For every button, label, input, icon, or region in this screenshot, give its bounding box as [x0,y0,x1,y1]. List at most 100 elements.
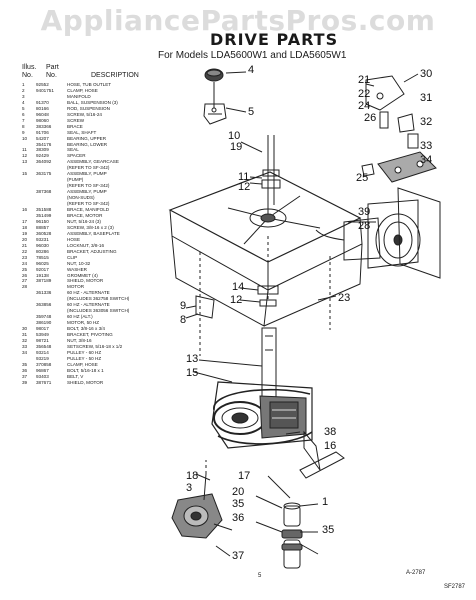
illus-number: 32 [22,337,28,343]
callout-13: 13 [186,353,199,365]
part-description: SPACER [67,153,86,159]
part-number: 80166 [36,105,49,111]
callout-30: 30 [420,68,433,80]
illus-number: 26 [22,272,28,278]
part-number: 351588 [36,207,52,213]
part-number: 96030 [36,242,49,248]
part-description: BRACE [67,123,83,129]
parts-list-row: (INCLUDES 363056 SWITCH) [22,308,172,314]
callout-16: 16 [324,440,337,452]
part-description: (PUMP) [67,177,84,183]
part-description: ROD, SUSPENSION [67,105,110,111]
callout-11: 11 [238,171,250,183]
part-number: 9401751 [36,87,54,93]
part-number: 80286 [36,248,49,254]
part-number: 359748 [36,314,52,320]
callout-25: 25 [356,172,369,184]
part-number: 387189 [36,278,52,284]
part-number: 91706 [36,129,49,135]
part-description: NUT, 10-32 [67,260,91,266]
callout-19: 19 [230,141,243,153]
illus-number: 36 [22,367,28,373]
illus-number: 16 [22,207,28,213]
part-description: SCREW [67,117,85,123]
illus-number: 6 [22,111,25,117]
part-description: PULLEY - 60 HZ [67,349,102,355]
illus-number: 37 [22,373,28,379]
part-number: 38309 [36,147,49,153]
part-number: 360528 [36,230,52,236]
illus-number: 34 [22,349,28,355]
callout-28: 28 [358,220,371,232]
part-description: BRACKET, ADJUSTING [67,248,117,254]
callout-36: 36 [232,512,245,524]
part-description: HOSE [67,236,81,242]
callout-14: 14 [232,281,245,293]
illus-number: 39 [22,379,28,385]
illus-number: 28 [22,284,28,290]
part-number: 370858 [36,361,52,367]
part-description: BOLT, 3/8-16 x 3/4 [67,326,105,332]
part-number: 78515 [36,254,49,260]
part-number: 88857 [36,224,49,230]
part-number: 19138 [36,272,49,278]
illus-number: 22 [22,248,28,254]
callout-4: 4 [248,64,255,76]
illus-number: 33 [22,343,28,349]
illus-number: 35 [22,361,28,367]
part-number: 98017 [36,326,49,332]
parts-list-row: (PUMP) [22,177,172,183]
header-illus: Illus. [22,64,37,71]
callout-12a: 12 [238,181,251,193]
callout-12b: 12 [230,294,243,306]
part-description: ASSEMBLY, BASEPLATE [67,230,120,236]
diagram-ref-code: A-2787 [406,570,426,576]
part-description: SCREW, 5/16-24 [67,111,102,117]
page-number: 5 [258,573,262,579]
part-number: 54207 [36,135,49,141]
illus-number: 31 [22,332,28,338]
illus-number: 7 [22,117,25,123]
page-title: DRIVE PARTS [210,30,339,49]
illus-number: 3 [22,93,25,99]
callout-33: 33 [420,140,433,152]
part-number: 96048 [36,111,49,117]
part-description: 60 HZ - ALTERNATE [67,302,110,308]
illus-number: 13 [22,159,28,165]
illus-number: 20 [22,236,28,242]
part-description: CLIP [67,254,78,260]
part-number: 361336 [36,290,52,296]
part-number: 386190 [36,320,52,326]
part-description: 60 HZ (ALT.) [67,314,93,320]
part-description: (REFER TO SF-342) [67,183,110,189]
part-description: BRACKET, PIVOTING [67,332,113,338]
callout-1: 1 [322,496,329,508]
illus-number: 24 [22,260,28,266]
illus-number: 18 [22,224,28,230]
callout-18: 18 [186,470,199,482]
part-number: 93214 [36,349,49,355]
part-description: BEARING, UPPER [67,135,107,141]
parts-list-row: 34 93214 PULLEY - 60 HZ [22,350,172,356]
illus-number: 21 [22,242,28,248]
callout-9: 9 [180,300,187,312]
part-description: NUT, 3/8-16 [67,337,92,343]
part-number: 354176 [36,141,52,147]
parts-list-row: (INCLUDES 362758 SWITCH) [22,296,172,302]
